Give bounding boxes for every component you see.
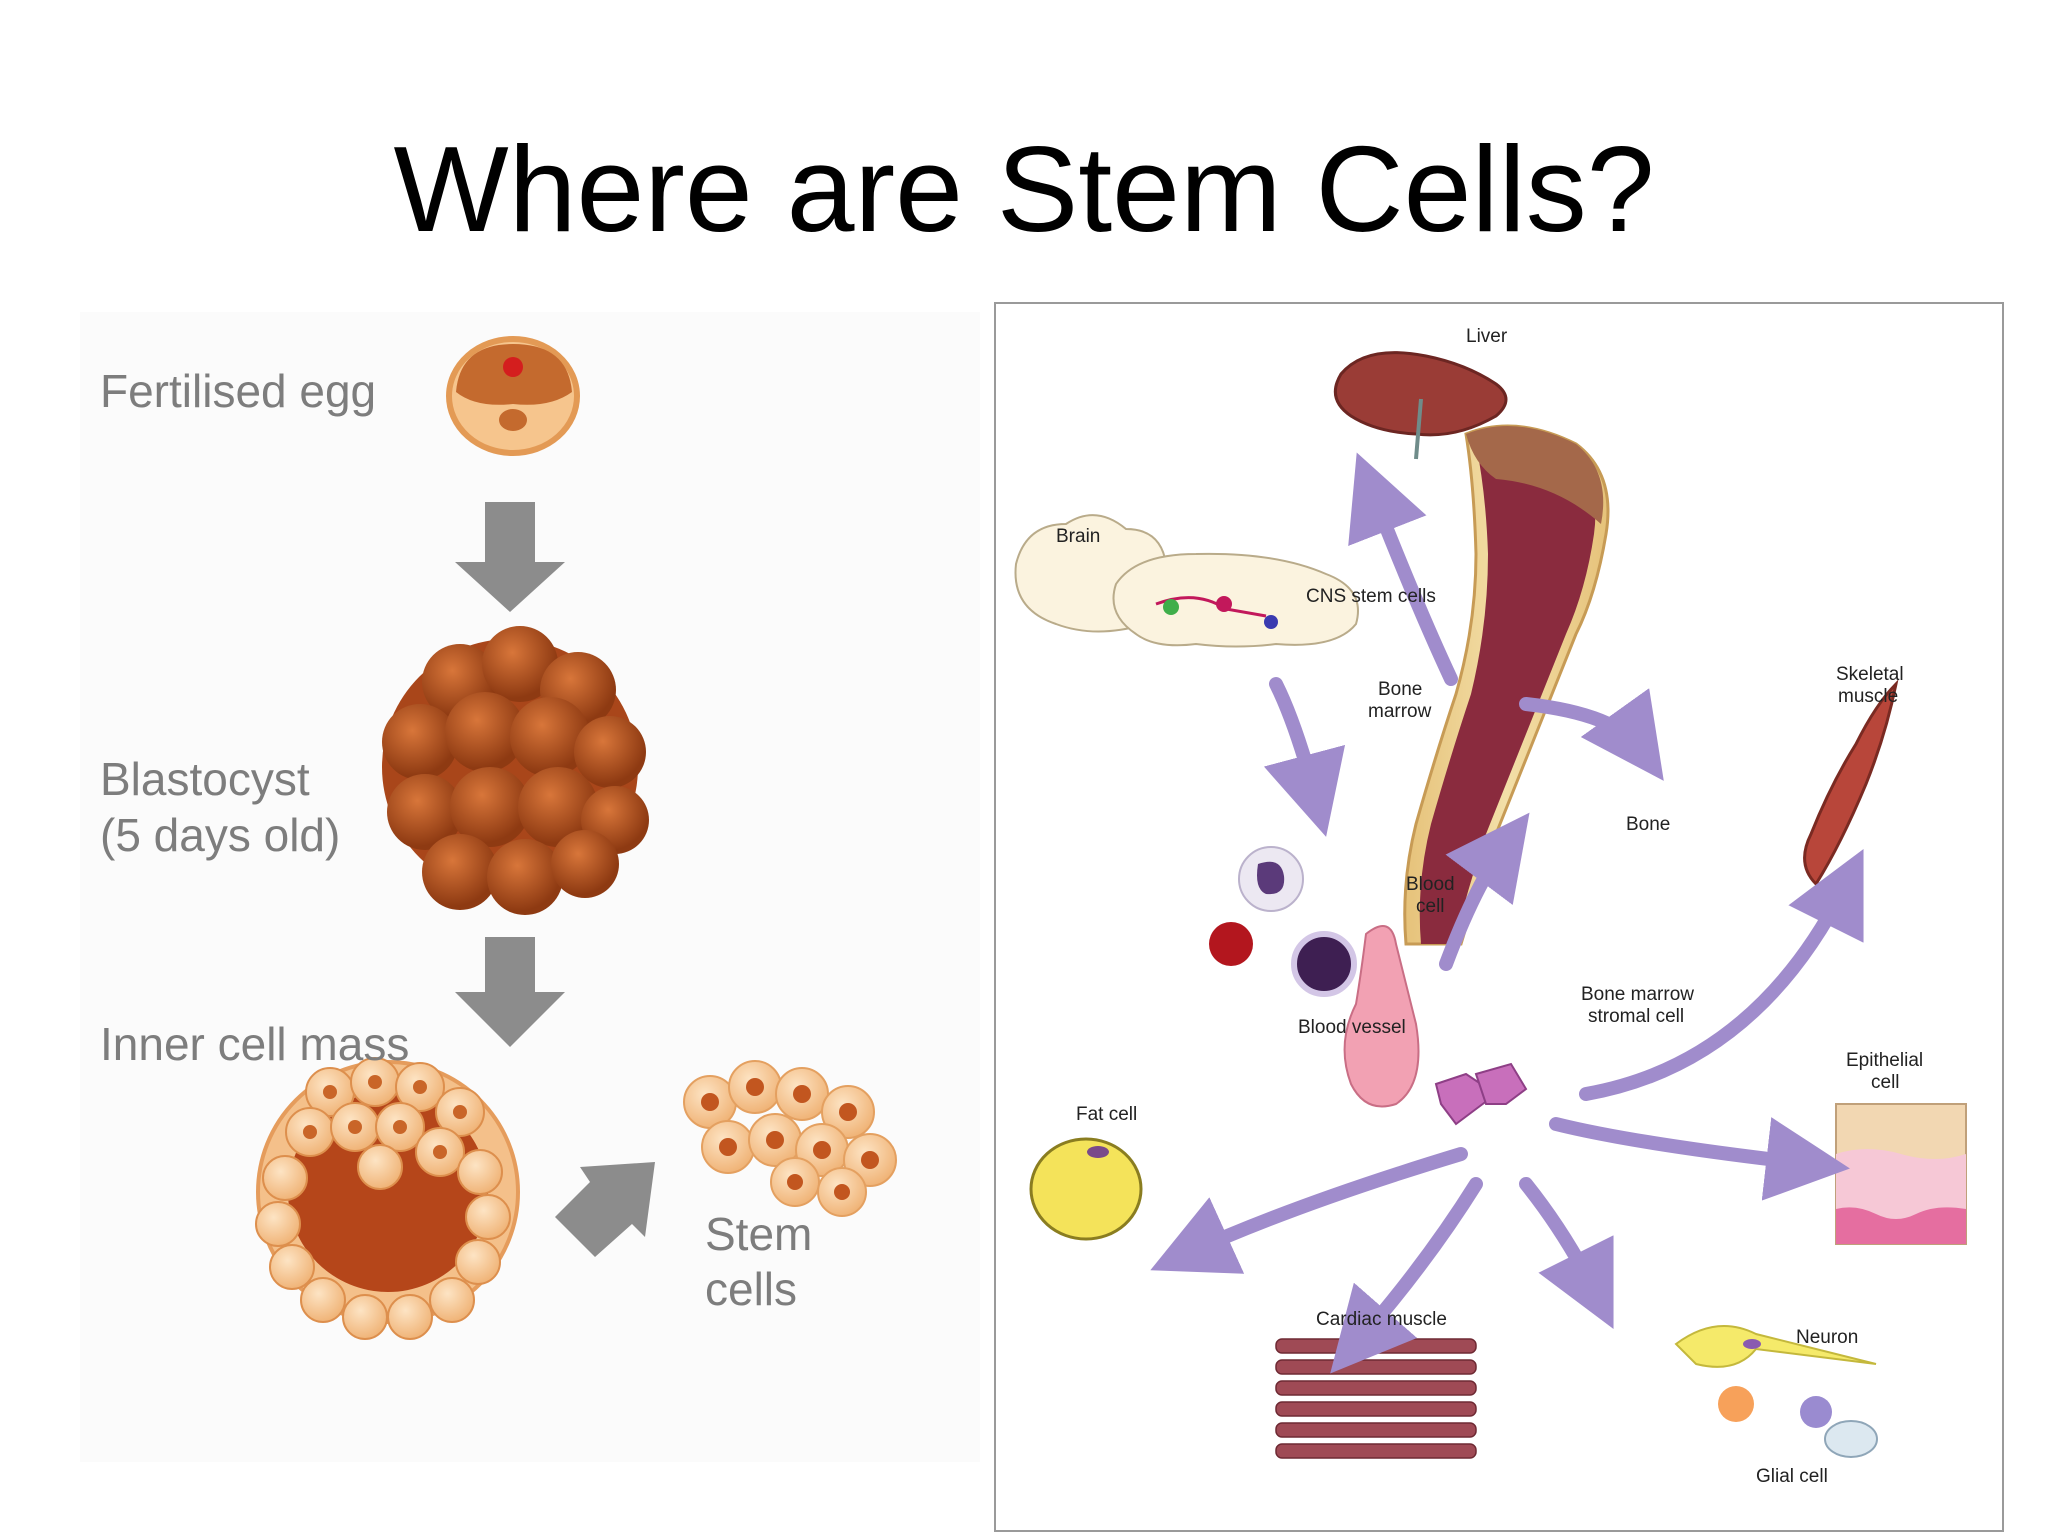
stem-cell-nuclei	[701, 1078, 879, 1200]
label-cells: cells	[705, 1263, 798, 1315]
neuron-and-glial-cells	[1674, 1325, 1878, 1458]
label-neuron: Neuron	[1796, 1327, 1859, 1348]
epithelial-tissue	[1835, 1103, 1967, 1245]
grey-arrow-right	[555, 1162, 655, 1257]
label-stem: Stem	[705, 1208, 813, 1260]
label-stromal-1: Bone marrow	[1581, 984, 1694, 1005]
label-blastocyst: Blastocyst	[100, 753, 310, 805]
development-illustration	[255, 336, 897, 1340]
fat-cell	[1029, 1137, 1143, 1241]
label-liver: Liver	[1466, 326, 1508, 347]
label-blood-cell-2: cell	[1416, 896, 1445, 917]
grey-arrow-down-1	[455, 502, 565, 612]
differentiation-arrows	[1150, 452, 1864, 1374]
label-epithelial-1: Epithelial	[1846, 1050, 1924, 1071]
femur-bone	[1403, 424, 1610, 946]
stem-cell-cluster	[683, 1060, 897, 1217]
label-cardiac-muscle: Cardiac muscle	[1316, 1309, 1447, 1330]
blastocyst-cluster	[382, 626, 649, 915]
stromal-cells	[1434, 1062, 1528, 1126]
label-fertilised-egg: Fertilised egg	[100, 365, 377, 417]
label-inner-cell-mass: Inner cell mass	[100, 1018, 410, 1070]
label-blastocyst-age: (5 days old)	[100, 809, 341, 861]
development-diagram: Fertilised egg Blastocyst (5 days old) I…	[80, 312, 980, 1462]
fertilised-egg-cell	[446, 336, 580, 456]
label-blood-vessel: Blood vessel	[1298, 1017, 1406, 1038]
label-fat-cell: Fat cell	[1076, 1104, 1138, 1125]
label-stromal-2: stromal cell	[1588, 1006, 1685, 1027]
liver-organ	[1333, 351, 1508, 437]
blood-vessel	[1343, 925, 1420, 1108]
inner-cell-mass-blastocyst	[255, 1057, 520, 1340]
label-epithelial-2: cell	[1871, 1072, 1900, 1093]
brain-outline	[1014, 514, 1359, 648]
label-skeletal-2: muscle	[1838, 686, 1899, 707]
label-blood-cell-1: Blood	[1406, 874, 1455, 895]
slide-title: Where are Stem Cells?	[393, 121, 1655, 257]
label-glial-cell: Glial cell	[1756, 1466, 1828, 1487]
label-brain: Brain	[1056, 526, 1101, 547]
label-cns-stem-cells: CNS stem cells	[1306, 586, 1436, 607]
label-bone-marrow-2: marrow	[1368, 701, 1432, 722]
adult-stem-cell-diagram: Liver Brain CNS stem cells Bone marrow S…	[994, 302, 2004, 1532]
blood-cells	[1209, 846, 1357, 997]
label-bone-marrow-1: Bone	[1378, 679, 1423, 700]
label-skeletal-1: Skeletal	[1836, 664, 1904, 685]
label-bone: Bone	[1626, 814, 1671, 835]
adult-stem-cell-illustration	[1014, 351, 1967, 1459]
skeletal-muscle	[1803, 679, 1899, 887]
grey-arrow-down-2	[455, 937, 565, 1047]
cardiac-muscle-tissue	[1275, 1338, 1477, 1459]
